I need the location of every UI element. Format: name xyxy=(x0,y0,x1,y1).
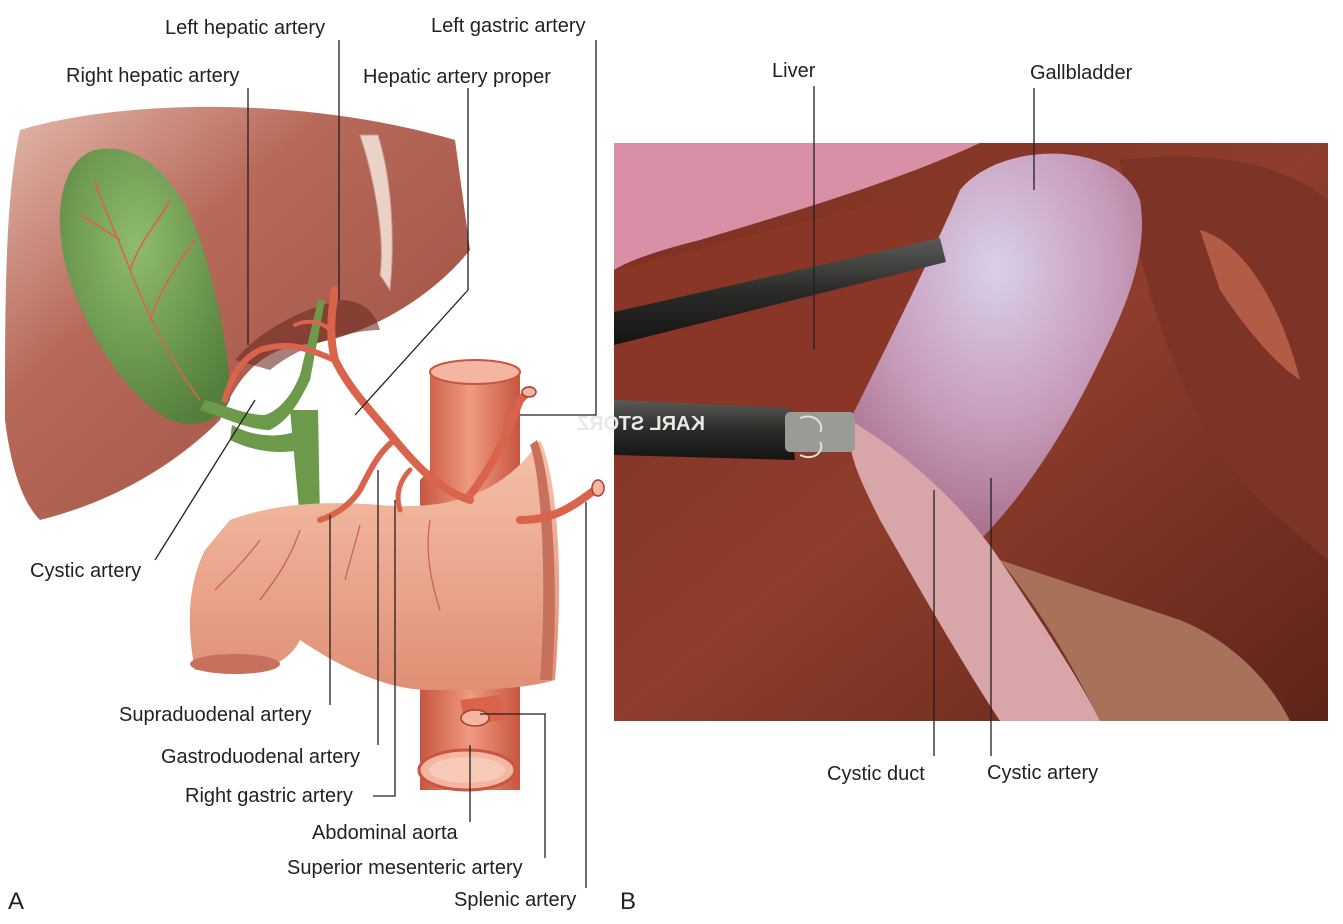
cystic-and-common-duct xyxy=(200,300,325,430)
label-left-hepatic-artery: Left hepatic artery xyxy=(165,17,326,39)
label-gallbladder: Gallbladder xyxy=(1030,62,1133,84)
panel-a-letter: A xyxy=(8,888,25,915)
left-gastric-artery-path xyxy=(466,386,534,499)
label-gastroduodenal-artery: Gastroduodenal artery xyxy=(161,746,361,768)
label-left-gastric-artery: Left gastric artery xyxy=(431,15,586,37)
label-right-gastric-artery: Right gastric artery xyxy=(185,785,353,807)
label-cystic-artery-b: Cystic artery xyxy=(987,762,1099,784)
grasper-upper xyxy=(614,238,946,345)
splenic-artery-path xyxy=(516,486,599,524)
label-abdominal-aorta: Abdominal aorta xyxy=(312,822,458,844)
label-hepatic-artery-proper: Hepatic artery proper xyxy=(363,66,551,88)
label-liver: Liver xyxy=(772,60,816,82)
grasper-lower xyxy=(614,400,795,460)
label-cystic-artery-a: Cystic artery xyxy=(30,560,142,582)
falciform-ligament xyxy=(359,134,393,292)
label-superior-mesenteric-artery: Superior mesenteric artery xyxy=(287,857,523,879)
label-right-hepatic-artery: Right hepatic artery xyxy=(66,65,240,87)
gallbladder-photo xyxy=(850,153,1142,540)
label-cystic-duct: Cystic duct xyxy=(827,763,925,785)
panel-b-letter: B xyxy=(620,888,637,915)
label-splenic-artery: Splenic artery xyxy=(454,889,577,911)
hepatic-artery-proper-path xyxy=(327,286,474,504)
label-supraduodenal-artery: Supraduodenal artery xyxy=(119,704,312,726)
gallbladder-shape xyxy=(59,148,230,424)
panel-a-illustration xyxy=(5,40,605,888)
